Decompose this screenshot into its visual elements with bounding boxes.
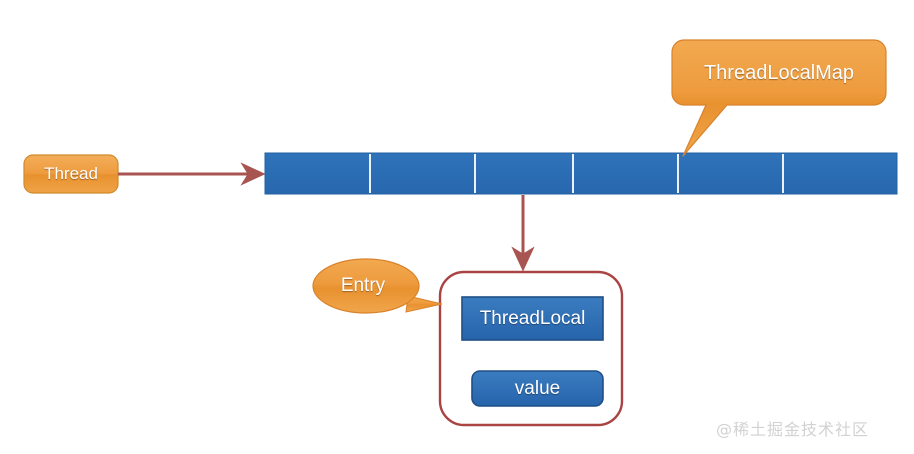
watermark: @稀土掘金技术社区 — [716, 420, 870, 439]
entry-field-value[interactable] — [471, 370, 604, 407]
threadlocalmap-callout[interactable] — [671, 39, 887, 157]
entry-field-threadlocal[interactable] — [461, 296, 604, 341]
table-array — [264, 152, 898, 195]
table-cell-divider — [369, 154, 784, 193]
entry-callout[interactable] — [312, 258, 443, 314]
thread-node[interactable] — [23, 154, 119, 194]
